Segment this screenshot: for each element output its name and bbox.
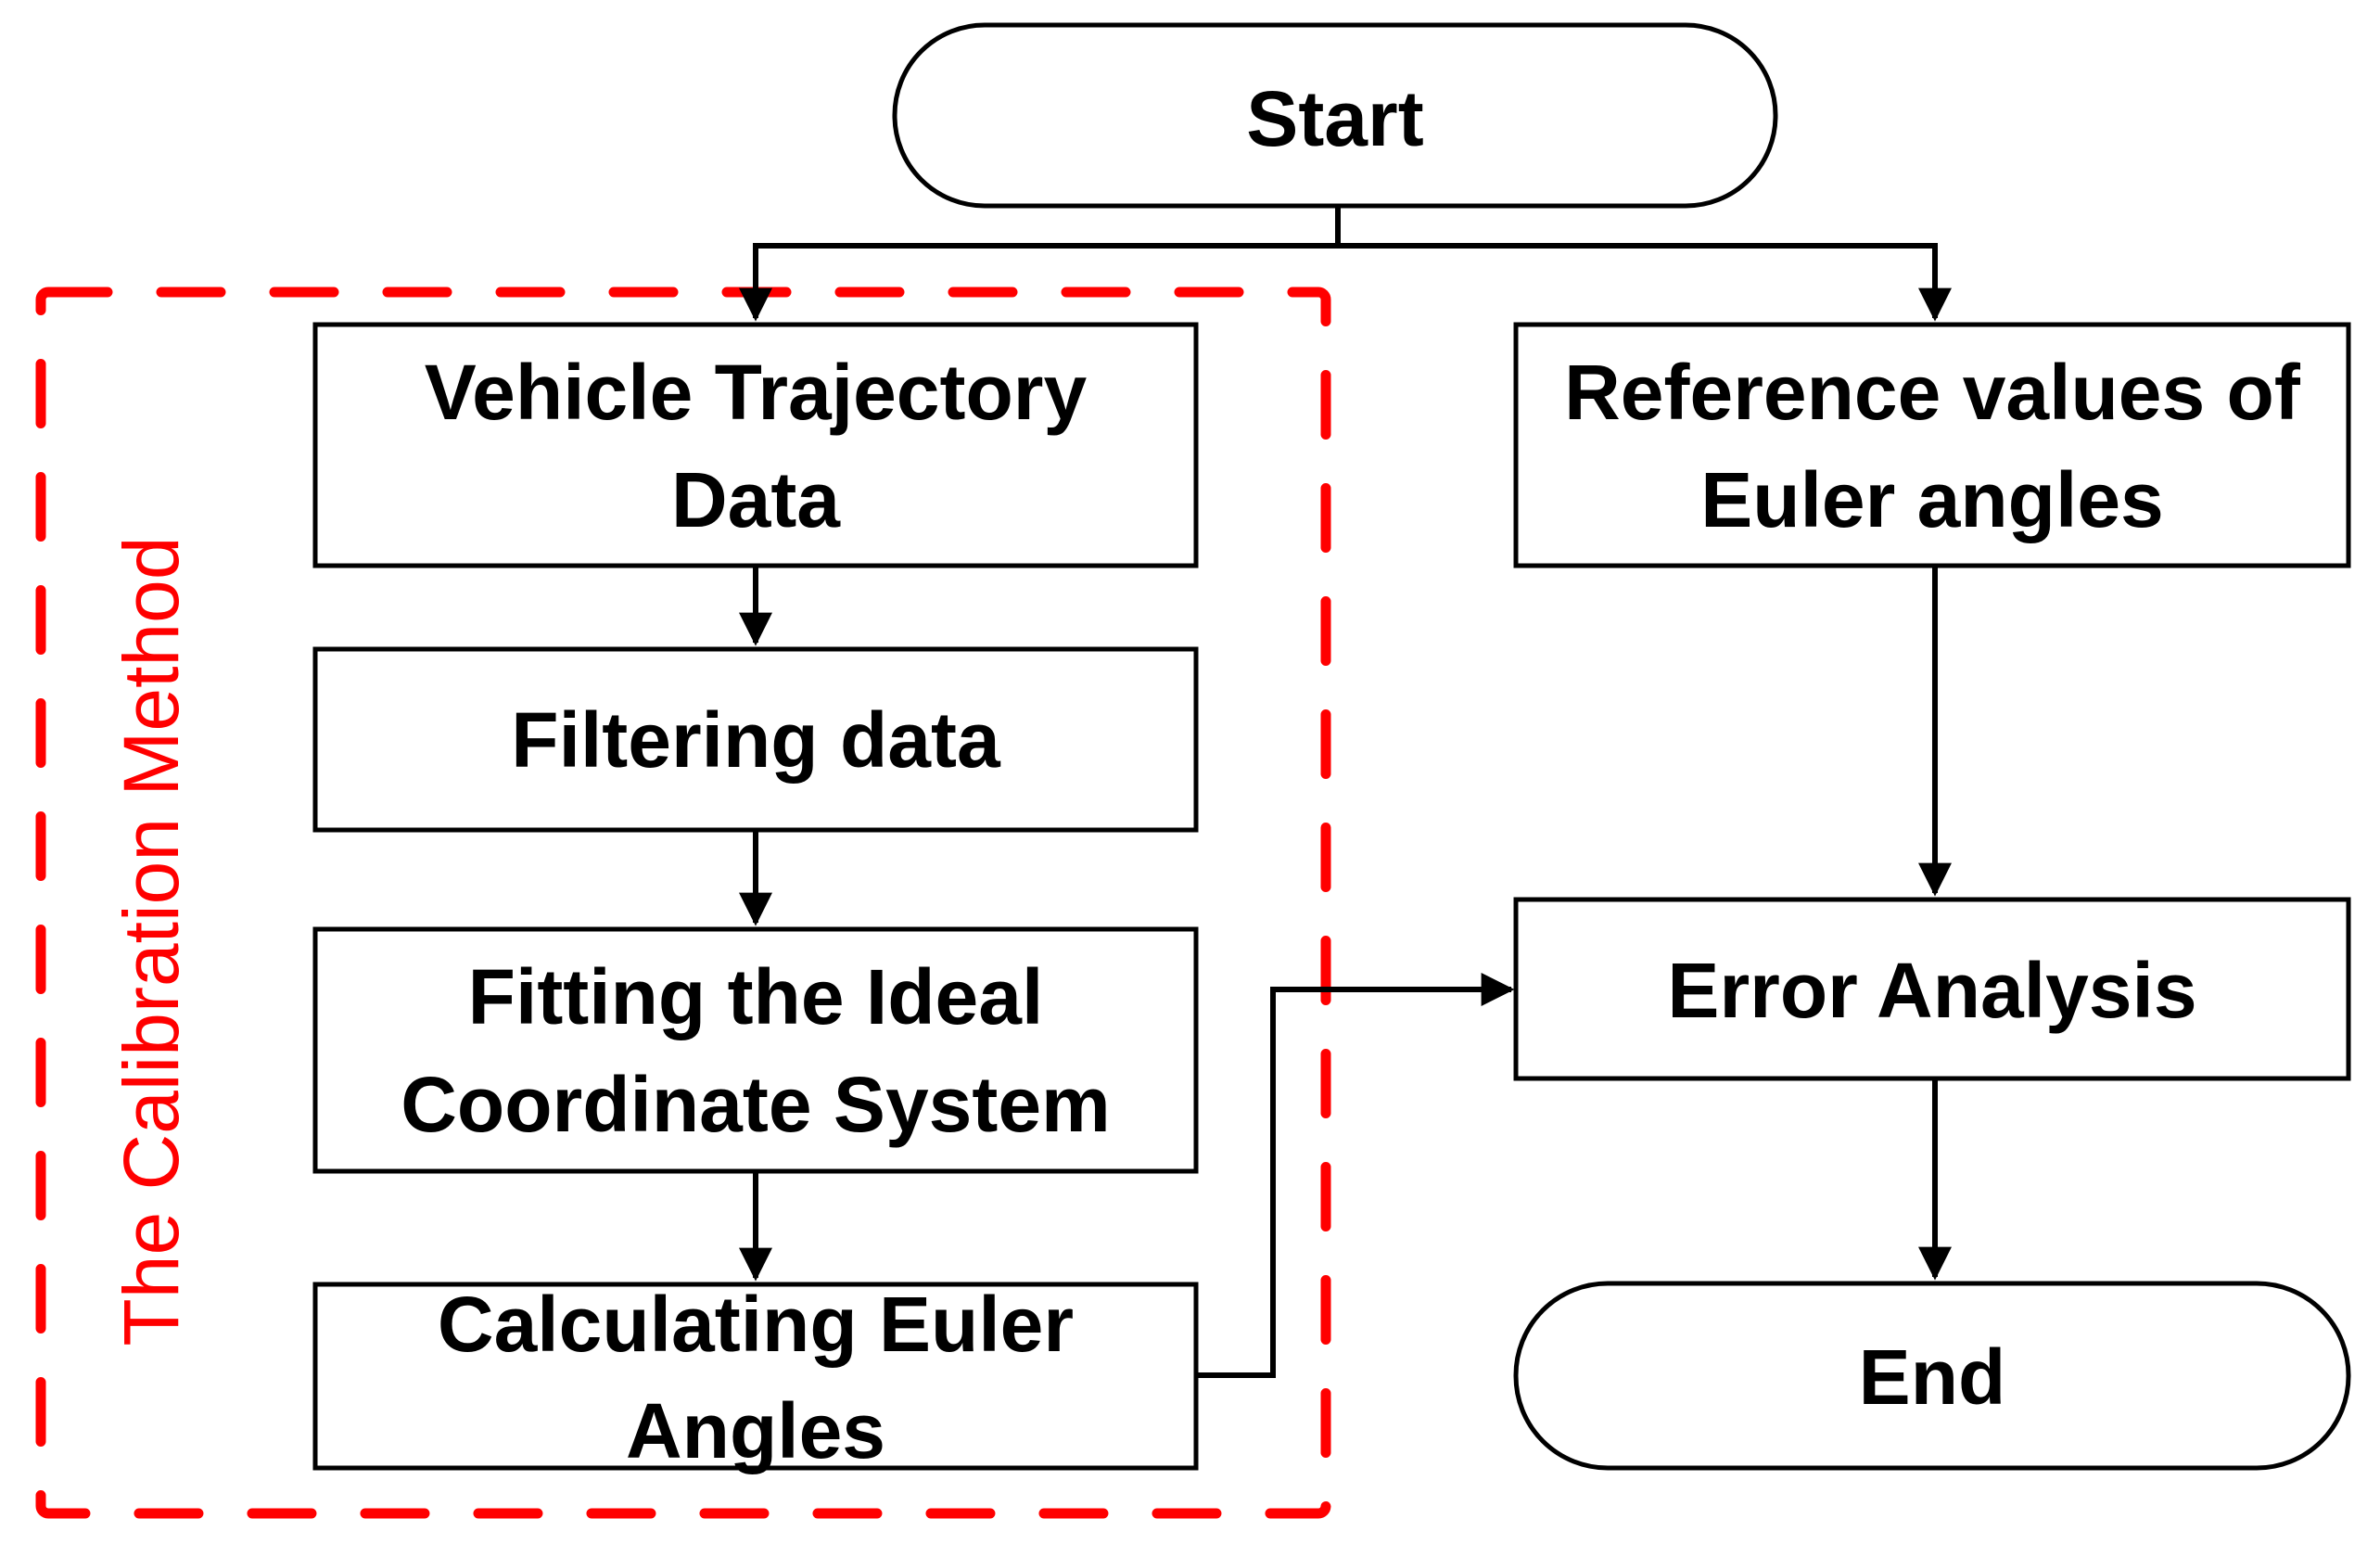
start-node: Start — [892, 22, 1778, 209]
calculating-node: Calculating Euler Angles — [312, 1281, 1199, 1474]
svg-text:Vehicle Trajectory: Vehicle Trajectory — [425, 349, 1088, 436]
edge-split-to-reference — [1338, 243, 1952, 322]
svg-text:Fitting the Ideal: Fitting the Ideal — [468, 953, 1044, 1040]
error-analysis-label: Error Analysis — [1667, 947, 2196, 1034]
calculating-label-line1: Calculating Euler — [438, 1281, 1074, 1368]
svg-text:Euler angles: Euler angles — [1700, 456, 2164, 543]
reference-label-line2: Euler angles — [1700, 456, 2164, 543]
vehicle-trajectory-label-line2: Data — [671, 456, 841, 543]
reference-label-line1: Reference values of — [1564, 349, 2301, 436]
end-node: End — [1513, 1281, 2351, 1471]
svg-text:Calculating Euler: Calculating Euler — [438, 1281, 1074, 1368]
start-label: Start — [1246, 75, 1423, 162]
end-label: End — [1859, 1333, 2006, 1421]
error-analysis-node: Error Analysis — [1513, 897, 2351, 1081]
vehicle-trajectory-node: Vehicle Trajectory Data — [312, 322, 1199, 568]
svg-text:Coordinate System: Coordinate System — [401, 1061, 1111, 1148]
svg-text:Data: Data — [671, 456, 841, 543]
filtering-node: Filtering data — [312, 646, 1199, 833]
reference-node: Reference values of Euler angles — [1513, 322, 2351, 568]
fitting-label-line1: Fitting the Ideal — [468, 953, 1044, 1040]
calibration-method-label: The Calibration Method — [108, 536, 195, 1346]
filtering-label: Filtering data — [511, 696, 1001, 784]
calculating-label-line2: Angles — [626, 1387, 885, 1474]
svg-text:Angles: Angles — [626, 1387, 885, 1474]
fitting-node: Fitting the Ideal Coordinate System — [312, 926, 1199, 1174]
edges — [739, 206, 1952, 1378]
svg-text:Reference values of: Reference values of — [1564, 349, 2301, 436]
vehicle-trajectory-label-line1: Vehicle Trajectory — [425, 349, 1088, 436]
edge-start-split — [739, 206, 1341, 322]
edge-calculating-error — [1193, 973, 1515, 1378]
fitting-label-line2: Coordinate System — [401, 1061, 1111, 1148]
